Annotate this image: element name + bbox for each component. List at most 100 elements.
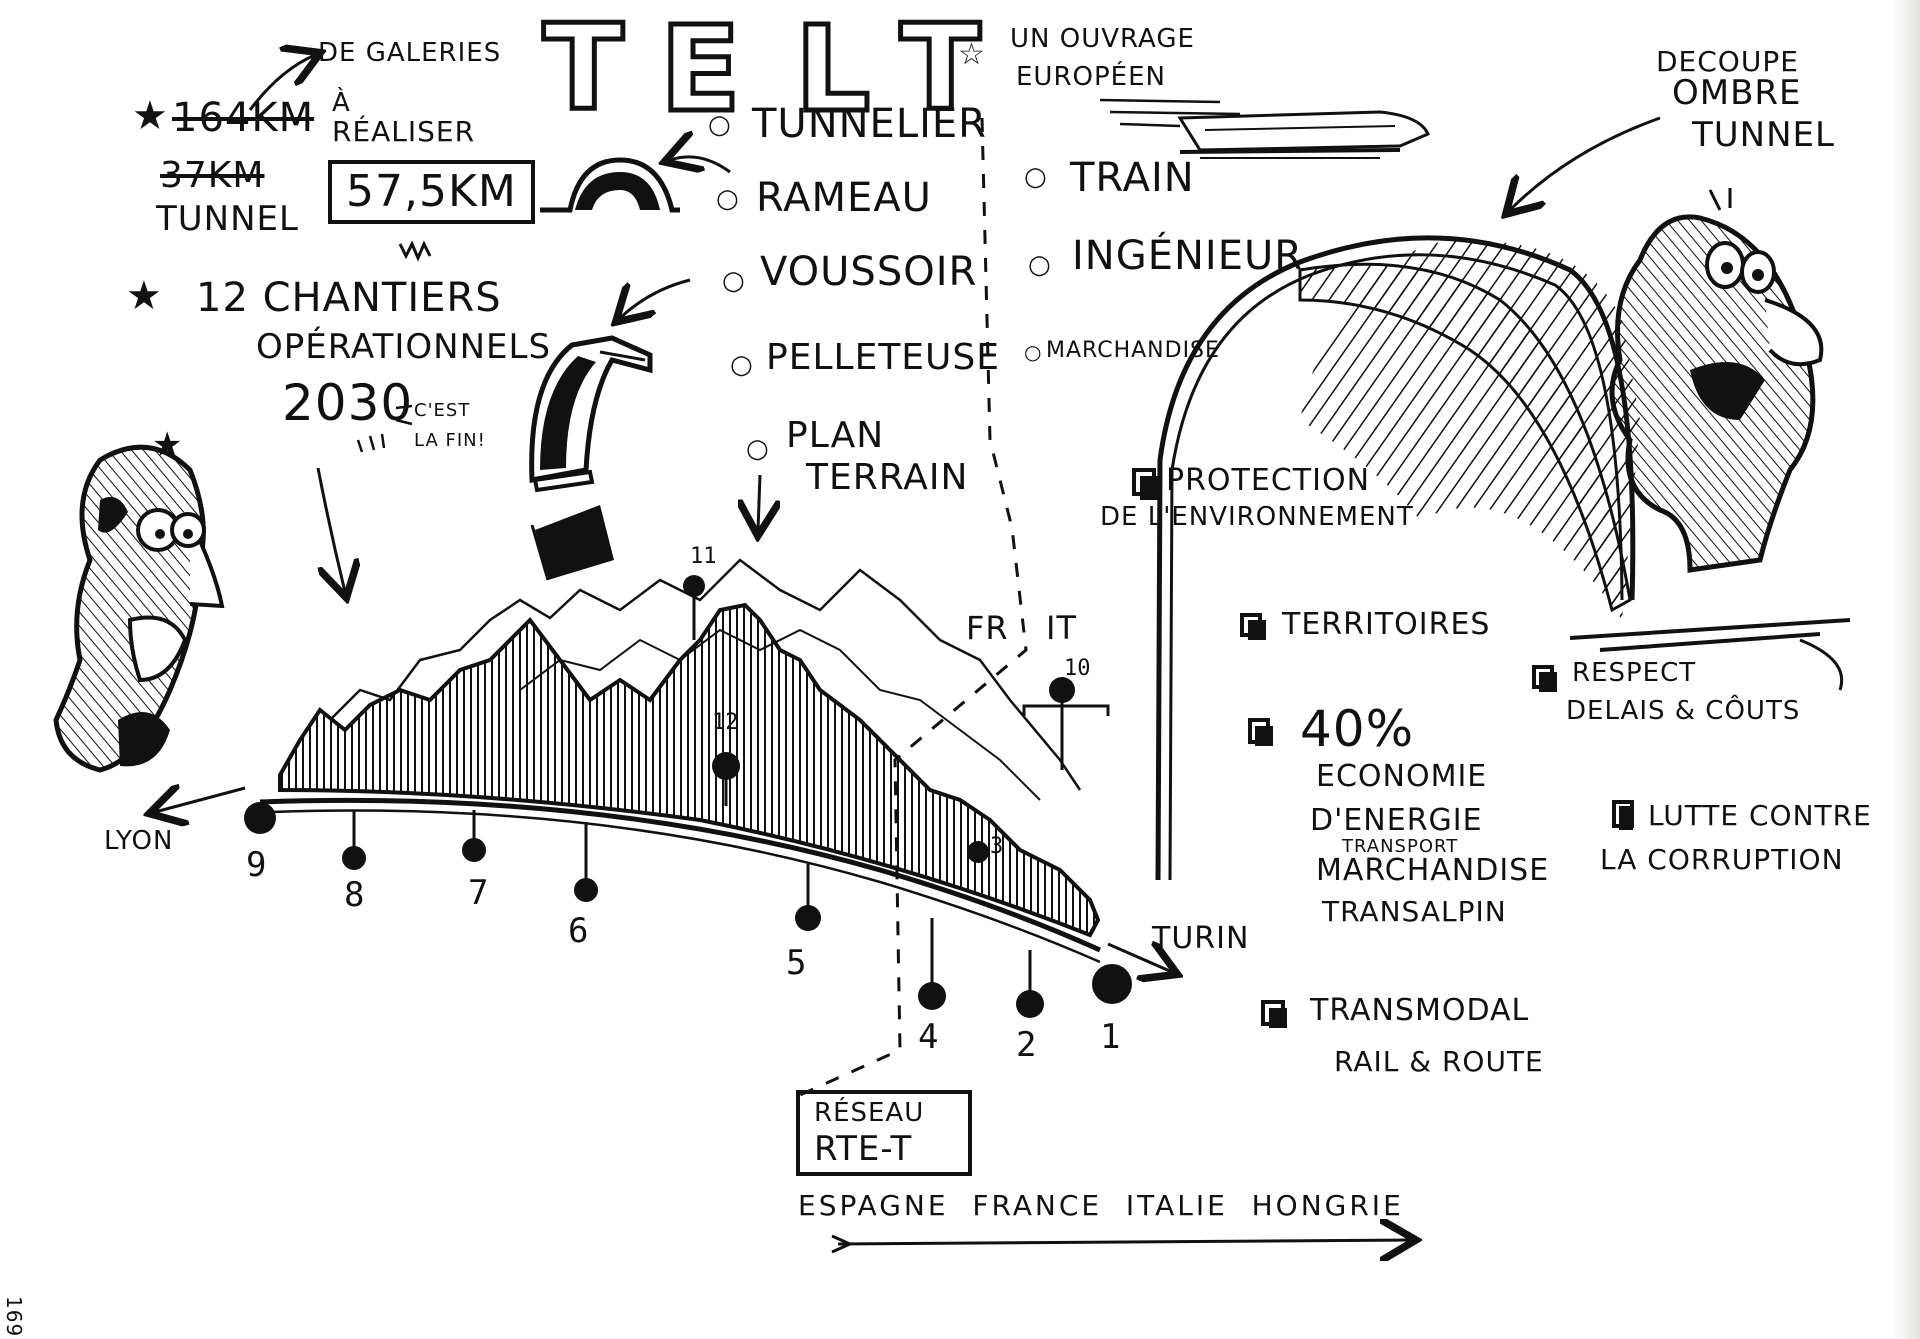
check-protection-2: DE L'ENVIRONNEMENT	[1100, 504, 1414, 530]
plan-arrow	[758, 475, 760, 530]
mountain-profile	[280, 605, 1098, 935]
site-marker-12	[712, 752, 740, 780]
caricature-star-icon: ★	[152, 428, 182, 462]
check-eco-1: ECONOMIE	[1316, 762, 1487, 792]
check-transmodal-2: RAIL & ROUTE	[1334, 1048, 1544, 1076]
vocab-rameau: RAMEAU	[756, 178, 932, 218]
check-eco-5: TRANSALPIN	[1322, 898, 1507, 926]
shadow-note-line1: DECOUPE	[1656, 48, 1799, 76]
site-marker-2	[1016, 990, 1044, 1018]
site-label-6: 6	[568, 914, 588, 948]
border-fr: FR	[966, 612, 1009, 644]
reseau-box: RÉSEAU RTE-T	[796, 1090, 972, 1176]
site-label-8: 8	[344, 878, 364, 912]
caricature-left	[56, 447, 222, 770]
bullet-icon: ○	[708, 112, 731, 138]
vocab-pelleteuse: PELLETEUSE	[766, 340, 1000, 376]
city-lyon: LYON	[104, 828, 173, 854]
site-marker-3	[967, 841, 989, 863]
site-label-2: 2	[1016, 1028, 1036, 1062]
lyon-arrow	[155, 788, 245, 812]
bullet-icon: ○	[716, 186, 739, 212]
subtitle-line1: UN OUVRAGE	[1010, 26, 1195, 52]
check-percent: 40%	[1300, 704, 1414, 754]
shadow-arrow	[1510, 118, 1660, 210]
site-label-5: 5	[786, 946, 806, 980]
check-eco-4: MARCHANDISE	[1316, 856, 1549, 886]
countries-span-arrow	[838, 1240, 1410, 1244]
vocab-voussoir: VOUSSOIR	[760, 252, 977, 292]
vocab-plan: PLAN	[786, 418, 884, 454]
site-marker-8	[342, 846, 366, 870]
title-star-icon: ☆	[958, 40, 985, 70]
galleries-km-box: 57,5KM	[328, 160, 535, 224]
rameau-arrow	[670, 157, 730, 172]
chantiers-line1: 12 CHANTIERS	[196, 278, 502, 318]
check-respect-1: RESPECT	[1572, 660, 1696, 686]
check-territoires: TERRITOIRES	[1282, 610, 1490, 640]
check-protection-1: PROTECTION	[1166, 466, 1370, 496]
bullet-icon: ○	[1028, 252, 1051, 278]
tunnel-portal-drawing	[540, 160, 680, 210]
city-turin: TURIN	[1152, 924, 1249, 954]
site-label-7: 7	[468, 876, 488, 910]
chantiers-note1: C'EST	[414, 402, 470, 420]
site-label-1: 1	[1100, 1020, 1120, 1054]
vocab-ingenieur: INGÉNIEUR	[1072, 236, 1303, 276]
chantiers-year: 2030	[282, 378, 413, 428]
site-marker-1	[1092, 964, 1132, 1004]
box-zigzag	[400, 244, 430, 258]
check-lutte-2: LA CORRUPTION	[1600, 846, 1844, 874]
check-transmodal-1: TRANSMODAL	[1310, 996, 1529, 1026]
bullet-icon: ○	[722, 268, 745, 294]
site-label-10: 10	[1064, 658, 1091, 680]
voussoir-drawing	[532, 338, 650, 580]
bullet-icon: ○	[1024, 164, 1047, 190]
bullet-icon: ○	[1024, 342, 1041, 362]
site-marker-6	[574, 878, 598, 902]
site-10-bracket	[1024, 706, 1108, 716]
countries-list: ESPAGNE FRANCE ITALIE HONGRIE	[798, 1192, 1404, 1220]
chantiers-arrow	[318, 468, 345, 592]
shadow-note-line3: TUNNEL	[1692, 118, 1835, 152]
vocab-terrain: TERRAIN	[806, 460, 968, 496]
site-label-4: 4	[918, 1020, 938, 1054]
chantiers-star-icon: ★	[126, 276, 162, 316]
train-drawing	[1100, 100, 1428, 158]
site-label-11: 11	[690, 546, 717, 568]
vocab-marchandise: MARCHANDISE	[1046, 340, 1220, 362]
title-letter-t1: T	[543, 8, 624, 126]
site-marker-4	[918, 982, 946, 1010]
page-number: 169	[4, 1296, 24, 1337]
galleries-a: À	[332, 90, 351, 116]
galleries-tunnel: TUNNEL	[156, 202, 299, 236]
site-marker-11	[683, 575, 705, 597]
site-marker-7	[462, 838, 486, 862]
chantiers-line2: OPÉRATIONNELS	[256, 330, 551, 364]
vocab-train: TRAIN	[1070, 158, 1195, 198]
reseau-line2: RTE-T	[814, 1132, 954, 1166]
check-lutte-1: LUTTE CONTRE	[1648, 802, 1872, 830]
check-respect-2: DELAIS & CÔUTS	[1566, 698, 1800, 724]
galleries-tunnel-struck: 37KM	[160, 158, 264, 194]
site-marker-9	[244, 802, 276, 834]
shadow-note-line2: OMBRE	[1672, 76, 1802, 110]
reseau-line1: RÉSEAU	[814, 1100, 954, 1126]
site-label-3: 3	[990, 836, 1003, 858]
check-eco-2: D'ENERGIE	[1310, 806, 1483, 836]
vocab-tunnelier: TUNNELIER	[752, 104, 987, 144]
galleries-realiser: RÉALISER	[332, 118, 475, 146]
site-label-9: 9	[246, 848, 266, 882]
bullet-icon: ○	[730, 352, 753, 378]
chantiers-note2: LA FIN!	[414, 432, 486, 450]
site-label-12: 12	[712, 712, 739, 734]
bullet-icon: ○	[746, 436, 769, 462]
subtitle-line2: EUROPÉEN	[1016, 64, 1166, 90]
galleries-note: DE GALERIES	[318, 40, 501, 66]
site-marker-5	[795, 905, 821, 931]
galleries-star-icon: ★	[132, 96, 168, 136]
galleries-km-struck: 164KM	[172, 98, 314, 138]
voussoir-arrow	[620, 280, 690, 318]
border-it: IT	[1046, 612, 1077, 644]
